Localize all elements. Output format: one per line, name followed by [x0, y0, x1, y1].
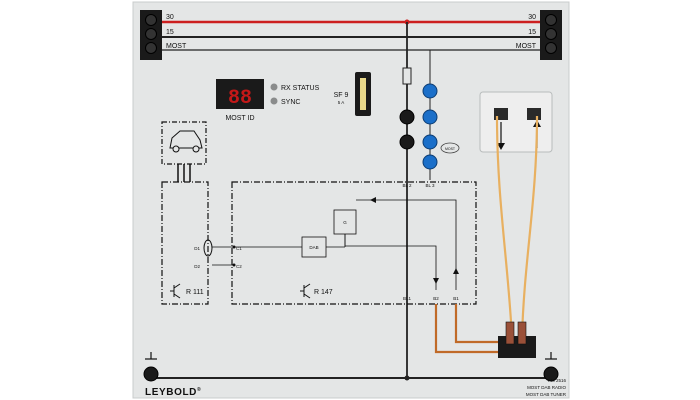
sync-led: [270, 97, 278, 105]
jack-ground-right[interactable]: [543, 366, 559, 382]
arrow-head-b1: [453, 268, 459, 274]
coupler-icon: [203, 239, 213, 257]
fuse-symbol: [402, 67, 412, 85]
transistor-icon-r147: [300, 283, 311, 299]
jack-blue-1[interactable]: [422, 83, 438, 99]
fuse-name: SF 9: [334, 92, 349, 99]
d2-label: D2: [194, 264, 200, 269]
r147-label: R 147: [314, 289, 333, 296]
fuse-rating: 5 A: [338, 100, 345, 105]
c2-label: C2: [236, 264, 242, 269]
c1-label: C1: [236, 246, 242, 251]
optical-fiber-right: [520, 115, 539, 339]
jack-30-left[interactable]: [145, 14, 157, 26]
optical-connector-cover[interactable]: [479, 91, 553, 153]
jack-label-bl3: BL 3: [425, 183, 435, 188]
bl1-label: BL1: [403, 296, 412, 301]
jack-black-1[interactable]: [399, 109, 415, 125]
direction-arrow-down-head: [497, 143, 505, 150]
module-r111: [161, 181, 209, 305]
rail-15-label-left: 15: [166, 29, 174, 36]
d1-label: D1: [194, 246, 200, 251]
transistor-icon-r111: [170, 283, 181, 299]
jack-15-left[interactable]: [145, 28, 157, 40]
led-digits: 88: [228, 87, 252, 110]
most-ring-icon: [440, 142, 460, 154]
jack-30-right[interactable]: [545, 14, 557, 26]
jack-most-right[interactable]: [545, 42, 557, 54]
car-icon: [169, 130, 203, 153]
jack-most-left[interactable]: [145, 42, 157, 54]
ground-icon-right: [545, 352, 557, 360]
right-terminal-block: [540, 10, 562, 60]
optical-plug-left: [505, 321, 515, 345]
jack-label-bl2: BL 2: [402, 183, 412, 188]
b2-label: B2: [433, 296, 439, 301]
bus-in-path: [344, 234, 437, 290]
most-ring-label: MOST: [445, 147, 456, 151]
part-number: 740 2516: [547, 378, 566, 383]
module-r147: [231, 181, 477, 305]
bus-out-path: [356, 199, 457, 290]
sync-label: SYNC: [281, 99, 300, 106]
ground-junction: [404, 375, 410, 381]
fiber-clamp-right: [527, 108, 541, 120]
rail-30-label-right: 30: [528, 14, 536, 21]
r111-label: R 111: [186, 289, 204, 296]
jack-15-right[interactable]: [545, 28, 557, 40]
dab-label: DAB: [309, 245, 318, 250]
b1-label: B1: [453, 296, 459, 301]
copper-lead-b2: [434, 304, 500, 354]
fuse-element-icon: [360, 78, 366, 110]
jack-blue-2[interactable]: [422, 109, 438, 125]
arrow-head-upper: [370, 197, 376, 203]
ground-icon-left: [145, 352, 157, 360]
optical-plug-right: [517, 321, 527, 345]
jack-ground-left[interactable]: [143, 366, 159, 382]
upper-block-label: G: [343, 220, 347, 225]
most-id-label: MOST ID: [225, 115, 254, 122]
rail-most-label-right: MOST: [516, 43, 537, 50]
rail-15-label-right: 15: [528, 29, 536, 36]
jack-blue-3[interactable]: [422, 134, 438, 150]
rx-status-led: [270, 83, 278, 91]
panel-board: [132, 1, 570, 399]
left-terminal-block: [140, 10, 162, 60]
panel-title-line1: MOST DAB RADIO: [527, 385, 566, 390]
led-display: [216, 79, 264, 109]
optical-socket[interactable]: [498, 336, 536, 358]
rail-most-label-left: MOST: [166, 43, 187, 50]
arrow-head-b2: [433, 278, 439, 284]
panel-title-line2: MOST DAB TUNER: [526, 392, 567, 397]
jack-blue-4[interactable]: [422, 154, 438, 170]
rx-status-label: RX STATUS: [281, 85, 320, 92]
jack-black-2[interactable]: [399, 134, 415, 150]
rail-30-label-left: 30: [166, 14, 174, 21]
copper-lead-b1: [454, 304, 500, 344]
optical-fiber-left: [495, 115, 514, 339]
brand-logo: LEYBOLD®: [145, 386, 201, 398]
